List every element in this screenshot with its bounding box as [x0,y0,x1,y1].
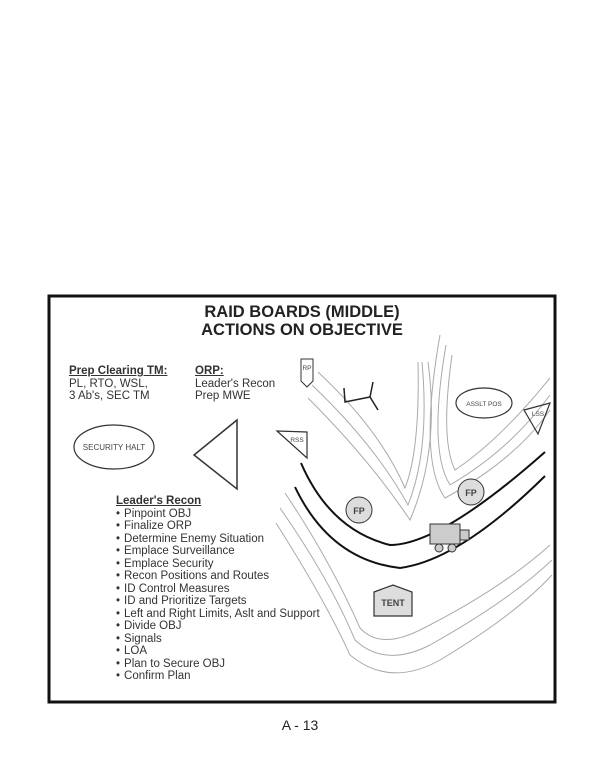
prep-clearing-line: PL, RTO, WSL, [69,377,148,390]
list-item: Determine Enemy Situation [116,533,320,546]
diagram-title: RAID BOARDS (MIDDLE) ACTIONS ON OBJECTIV… [48,303,556,339]
list-item: Recon Positions and Routes [116,570,320,583]
truck-icon [429,523,470,553]
orp-line: Prep MWE [195,390,251,402]
list-item: Plan to Secure OBJ [116,658,320,671]
list-item: Emplace Surveillance [116,545,320,558]
fp-label: FP [465,488,477,498]
list-item: Pinpoint OBJ [116,508,320,521]
list-item: LOA [116,645,320,658]
assault-position-symbol: ASSLT POS [455,387,513,419]
orp-block: ORP: Leader's Recon Prep MWE [195,365,275,403]
obstacle-symbol [343,381,379,411]
list-item: Emplace Security [116,558,320,571]
prep-clearing-heading: Prep Clearing TM: [69,365,168,377]
fp-label: FP [353,506,365,516]
prep-clearing-line: 3 Ab's, SEC TM [69,390,150,402]
lss-symbol: LSS [523,402,551,436]
list-item: Divide OBJ [116,620,320,633]
orp-heading: ORP: [195,365,224,377]
leaders-recon-block: Leader's Recon Pinpoint OBJ Finalize ORP… [116,495,320,683]
list-item: ID and Prioritize Targets [116,595,320,608]
rss-label: RSS [290,437,304,444]
tent-symbol: TENT [373,584,413,617]
fire-position-2: FP [457,478,485,506]
orp-triangle-symbol [192,418,238,491]
leaders-recon-list: Pinpoint OBJ Finalize ORP Determine Enem… [116,508,320,683]
lss-label: LSS [532,411,545,418]
security-halt-label: SECURITY HALT [83,443,145,452]
rp-symbol: RP [300,358,314,388]
assault-position-label: ASSLT POS [466,401,502,408]
rss-symbol: RSS [275,430,308,460]
rp-label: RP [302,365,311,372]
leaders-recon-heading: Leader's Recon [116,495,202,507]
list-item: ID Control Measures [116,583,320,596]
page-number: A - 13 [281,717,319,733]
contour-lines [275,334,553,674]
prep-clearing-team: Prep Clearing TM: PL, RTO, WSL, 3 Ab's, … [69,365,167,403]
diagram-frame [47,294,557,704]
list-item: Confirm Plan [116,670,320,683]
road [294,451,546,570]
title-line-2: ACTIONS ON OBJECTIVE [201,321,403,339]
title-line-1: RAID BOARDS (MIDDLE) [204,303,400,321]
fire-position-1: FP [345,496,373,524]
tent-label: TENT [381,598,405,608]
list-item: Finalize ORP [116,520,320,533]
security-halt-symbol: SECURITY HALT [73,424,155,470]
orp-line: Leader's Recon [195,377,276,390]
list-item: Signals [116,633,320,646]
list-item: Left and Right Limits, Aslt and Support [116,608,320,621]
